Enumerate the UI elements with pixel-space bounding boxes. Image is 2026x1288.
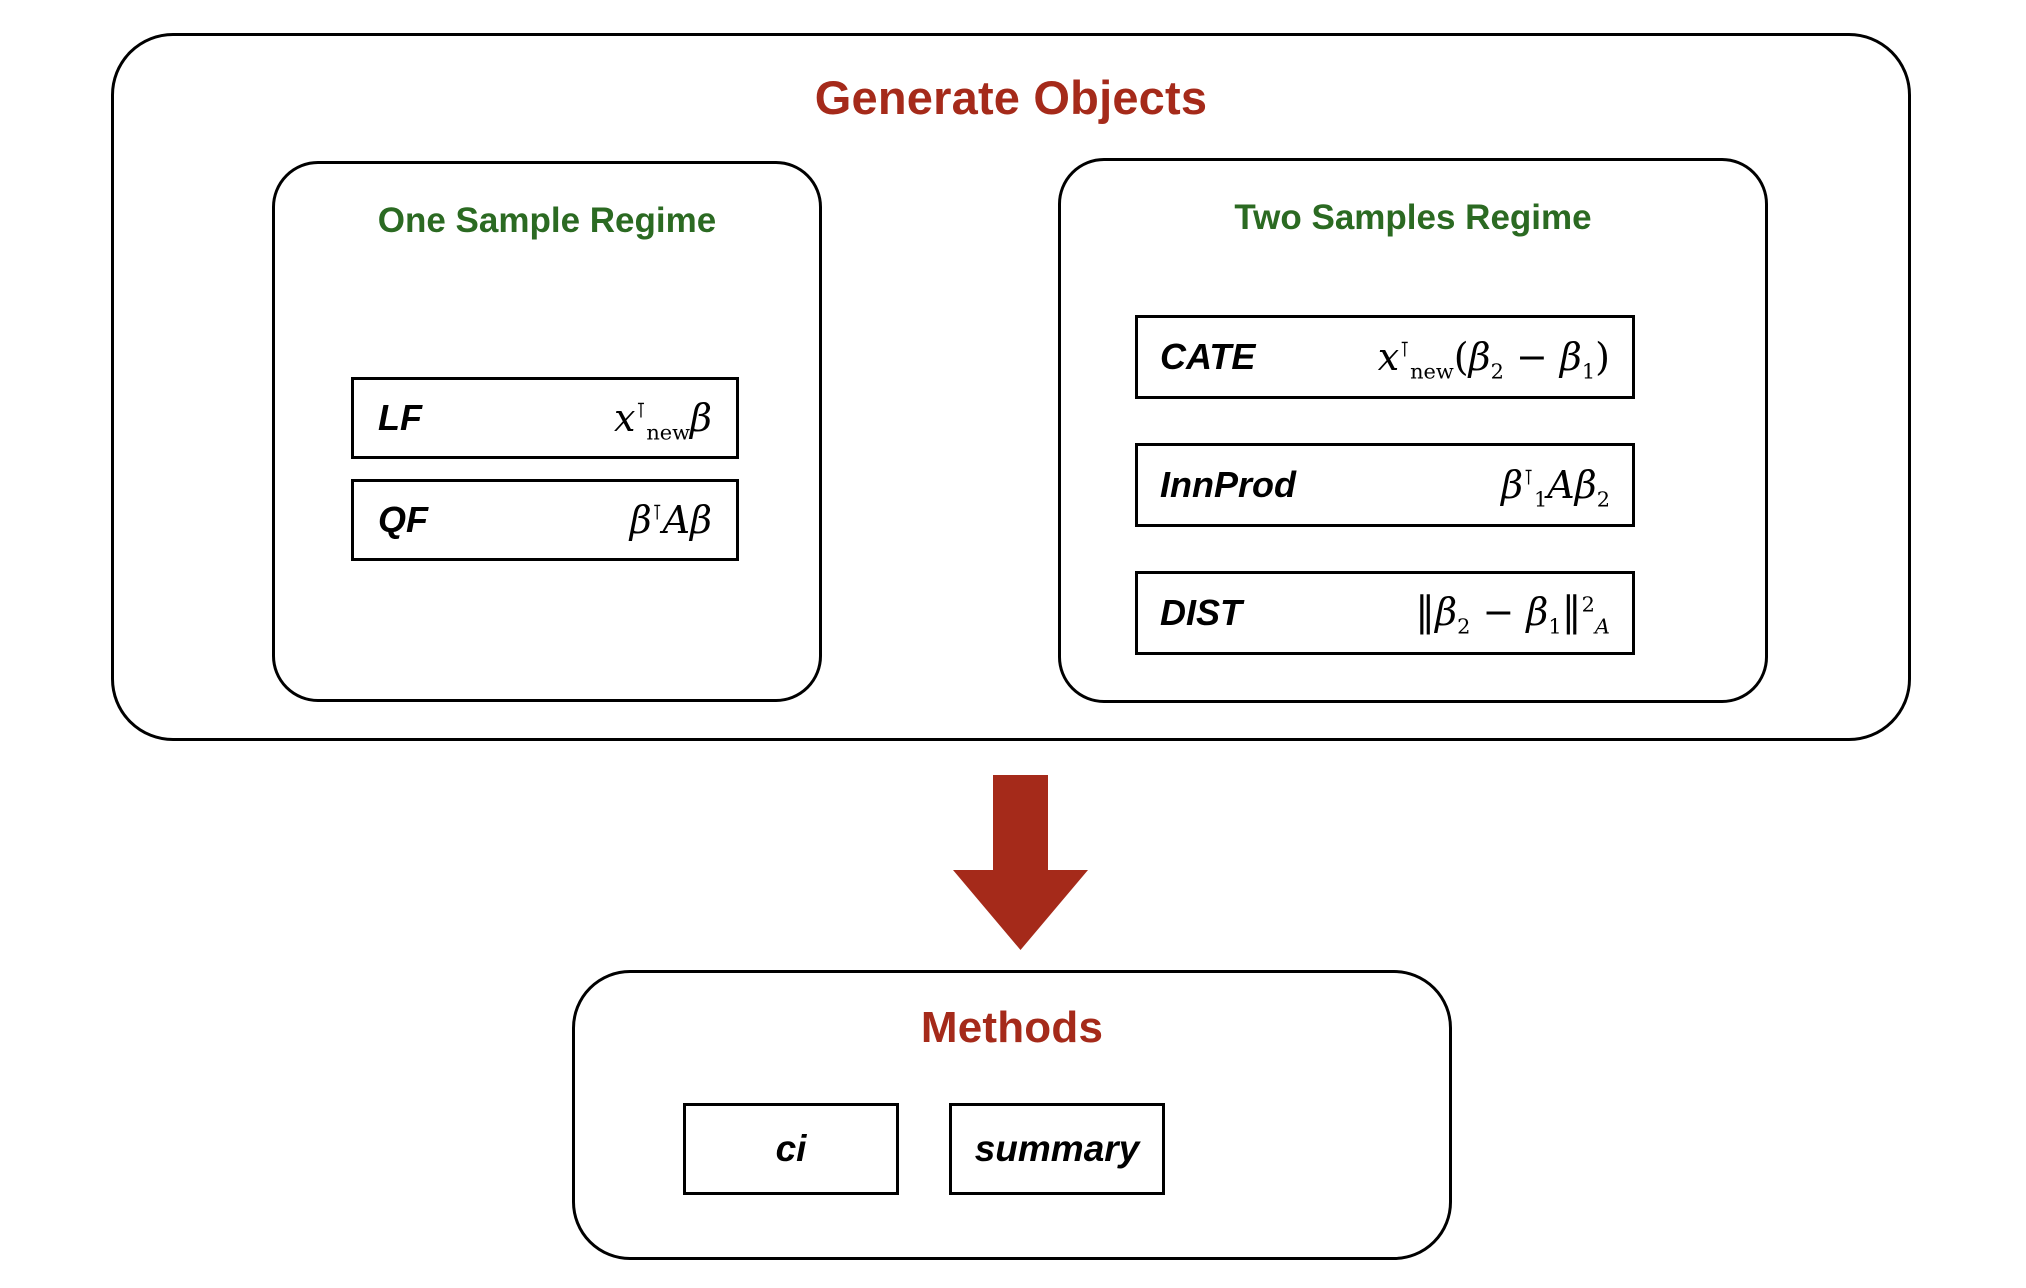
symbol-beta: β	[629, 498, 652, 542]
object-label-lf: LF	[378, 397, 422, 438]
object-label-qf: QF	[378, 499, 428, 540]
symbol-matrix-a: A	[1547, 463, 1575, 507]
symbol-left-paren: (	[1453, 335, 1469, 379]
method-box-summary[interactable]: summary	[949, 1103, 1165, 1195]
object-box-dist[interactable]: DIST ‖β2 − β1‖2A	[1135, 571, 1635, 655]
methods-card: Methods ci summary	[572, 970, 1452, 1260]
symbol-subscript-new: new	[646, 420, 691, 445]
symbol-minus: −	[1482, 590, 1515, 635]
symbol-matrix-a: A	[662, 498, 691, 542]
generate-objects-card: Generate Objects One Sample Regime LF x⊺…	[111, 33, 1911, 741]
methods-title: Methods	[920, 1003, 1104, 1052]
symbol-beta: β	[690, 396, 712, 440]
symbol-norm-open: ‖	[1415, 589, 1436, 636]
symbol-beta: β	[1574, 463, 1597, 507]
object-box-cate[interactable]: CATE x⊺new(β2 − β1)	[1135, 315, 1635, 399]
symbol-subscript-two: 2	[1457, 614, 1471, 639]
symbol-transpose: ⊺	[651, 500, 663, 525]
symbol-superscript-square: 2	[1581, 592, 1595, 617]
object-box-lf[interactable]: LF x⊺newβ	[351, 377, 739, 459]
symbol-subscript-one: 1	[1533, 487, 1548, 512]
one-sample-regime-title: One Sample Regime	[377, 201, 717, 240]
symbol-subscript-two: 2	[1596, 487, 1610, 512]
symbol-beta: β	[1468, 335, 1491, 379]
object-formula-qf: β⊺Aβ	[630, 501, 712, 539]
symbol-beta: β	[1559, 335, 1582, 379]
object-label-cate: CATE	[1160, 336, 1256, 377]
object-formula-cate: x⊺new(β2 − β1)	[1377, 335, 1610, 382]
symbol-transpose: ⊺	[635, 398, 647, 423]
symbol-x: x	[1377, 335, 1400, 379]
method-box-ci[interactable]: ci	[683, 1103, 899, 1195]
symbol-x: x	[614, 396, 636, 440]
object-formula-dist: ‖β2 − β1‖2A	[1415, 590, 1610, 637]
two-samples-regime-panel: Two Samples Regime CATE x⊺new(β2 − β1) I…	[1058, 158, 1768, 703]
object-label-dist: DIST	[1160, 592, 1243, 633]
symbol-subscript-two: 2	[1490, 359, 1504, 384]
generate-objects-title: Generate Objects	[814, 71, 1208, 124]
object-label-innprod: InnProd	[1160, 464, 1296, 505]
two-samples-regime-title: Two Samples Regime	[1234, 198, 1592, 237]
symbol-subscript-new: new	[1410, 359, 1454, 384]
object-formula-lf: x⊺newβ	[614, 396, 712, 443]
object-box-qf[interactable]: QF β⊺Aβ	[351, 479, 739, 561]
symbol-transpose: ⊺	[1399, 337, 1411, 362]
symbol-transpose: ⊺	[1523, 465, 1534, 490]
symbol-beta: β	[1501, 463, 1524, 507]
symbol-beta: β	[690, 498, 712, 542]
symbol-beta: β	[1435, 590, 1458, 635]
symbol-subscript-a: A	[1594, 614, 1610, 639]
down-arrow-icon	[953, 775, 1088, 950]
one-sample-regime-panel: One Sample Regime LF x⊺newβ QF β⊺Aβ	[272, 161, 822, 702]
symbol-right-paren: )	[1595, 335, 1610, 379]
symbol-beta: β	[1526, 590, 1549, 635]
symbol-norm-close: ‖	[1561, 589, 1582, 636]
symbol-subscript-one: 1	[1548, 614, 1562, 639]
object-box-innprod[interactable]: InnProd β⊺1Aβ2	[1135, 443, 1635, 527]
symbol-subscript-one: 1	[1581, 359, 1596, 384]
symbol-minus: −	[1515, 335, 1548, 379]
object-formula-innprod: β⊺1Aβ2	[1501, 463, 1610, 510]
